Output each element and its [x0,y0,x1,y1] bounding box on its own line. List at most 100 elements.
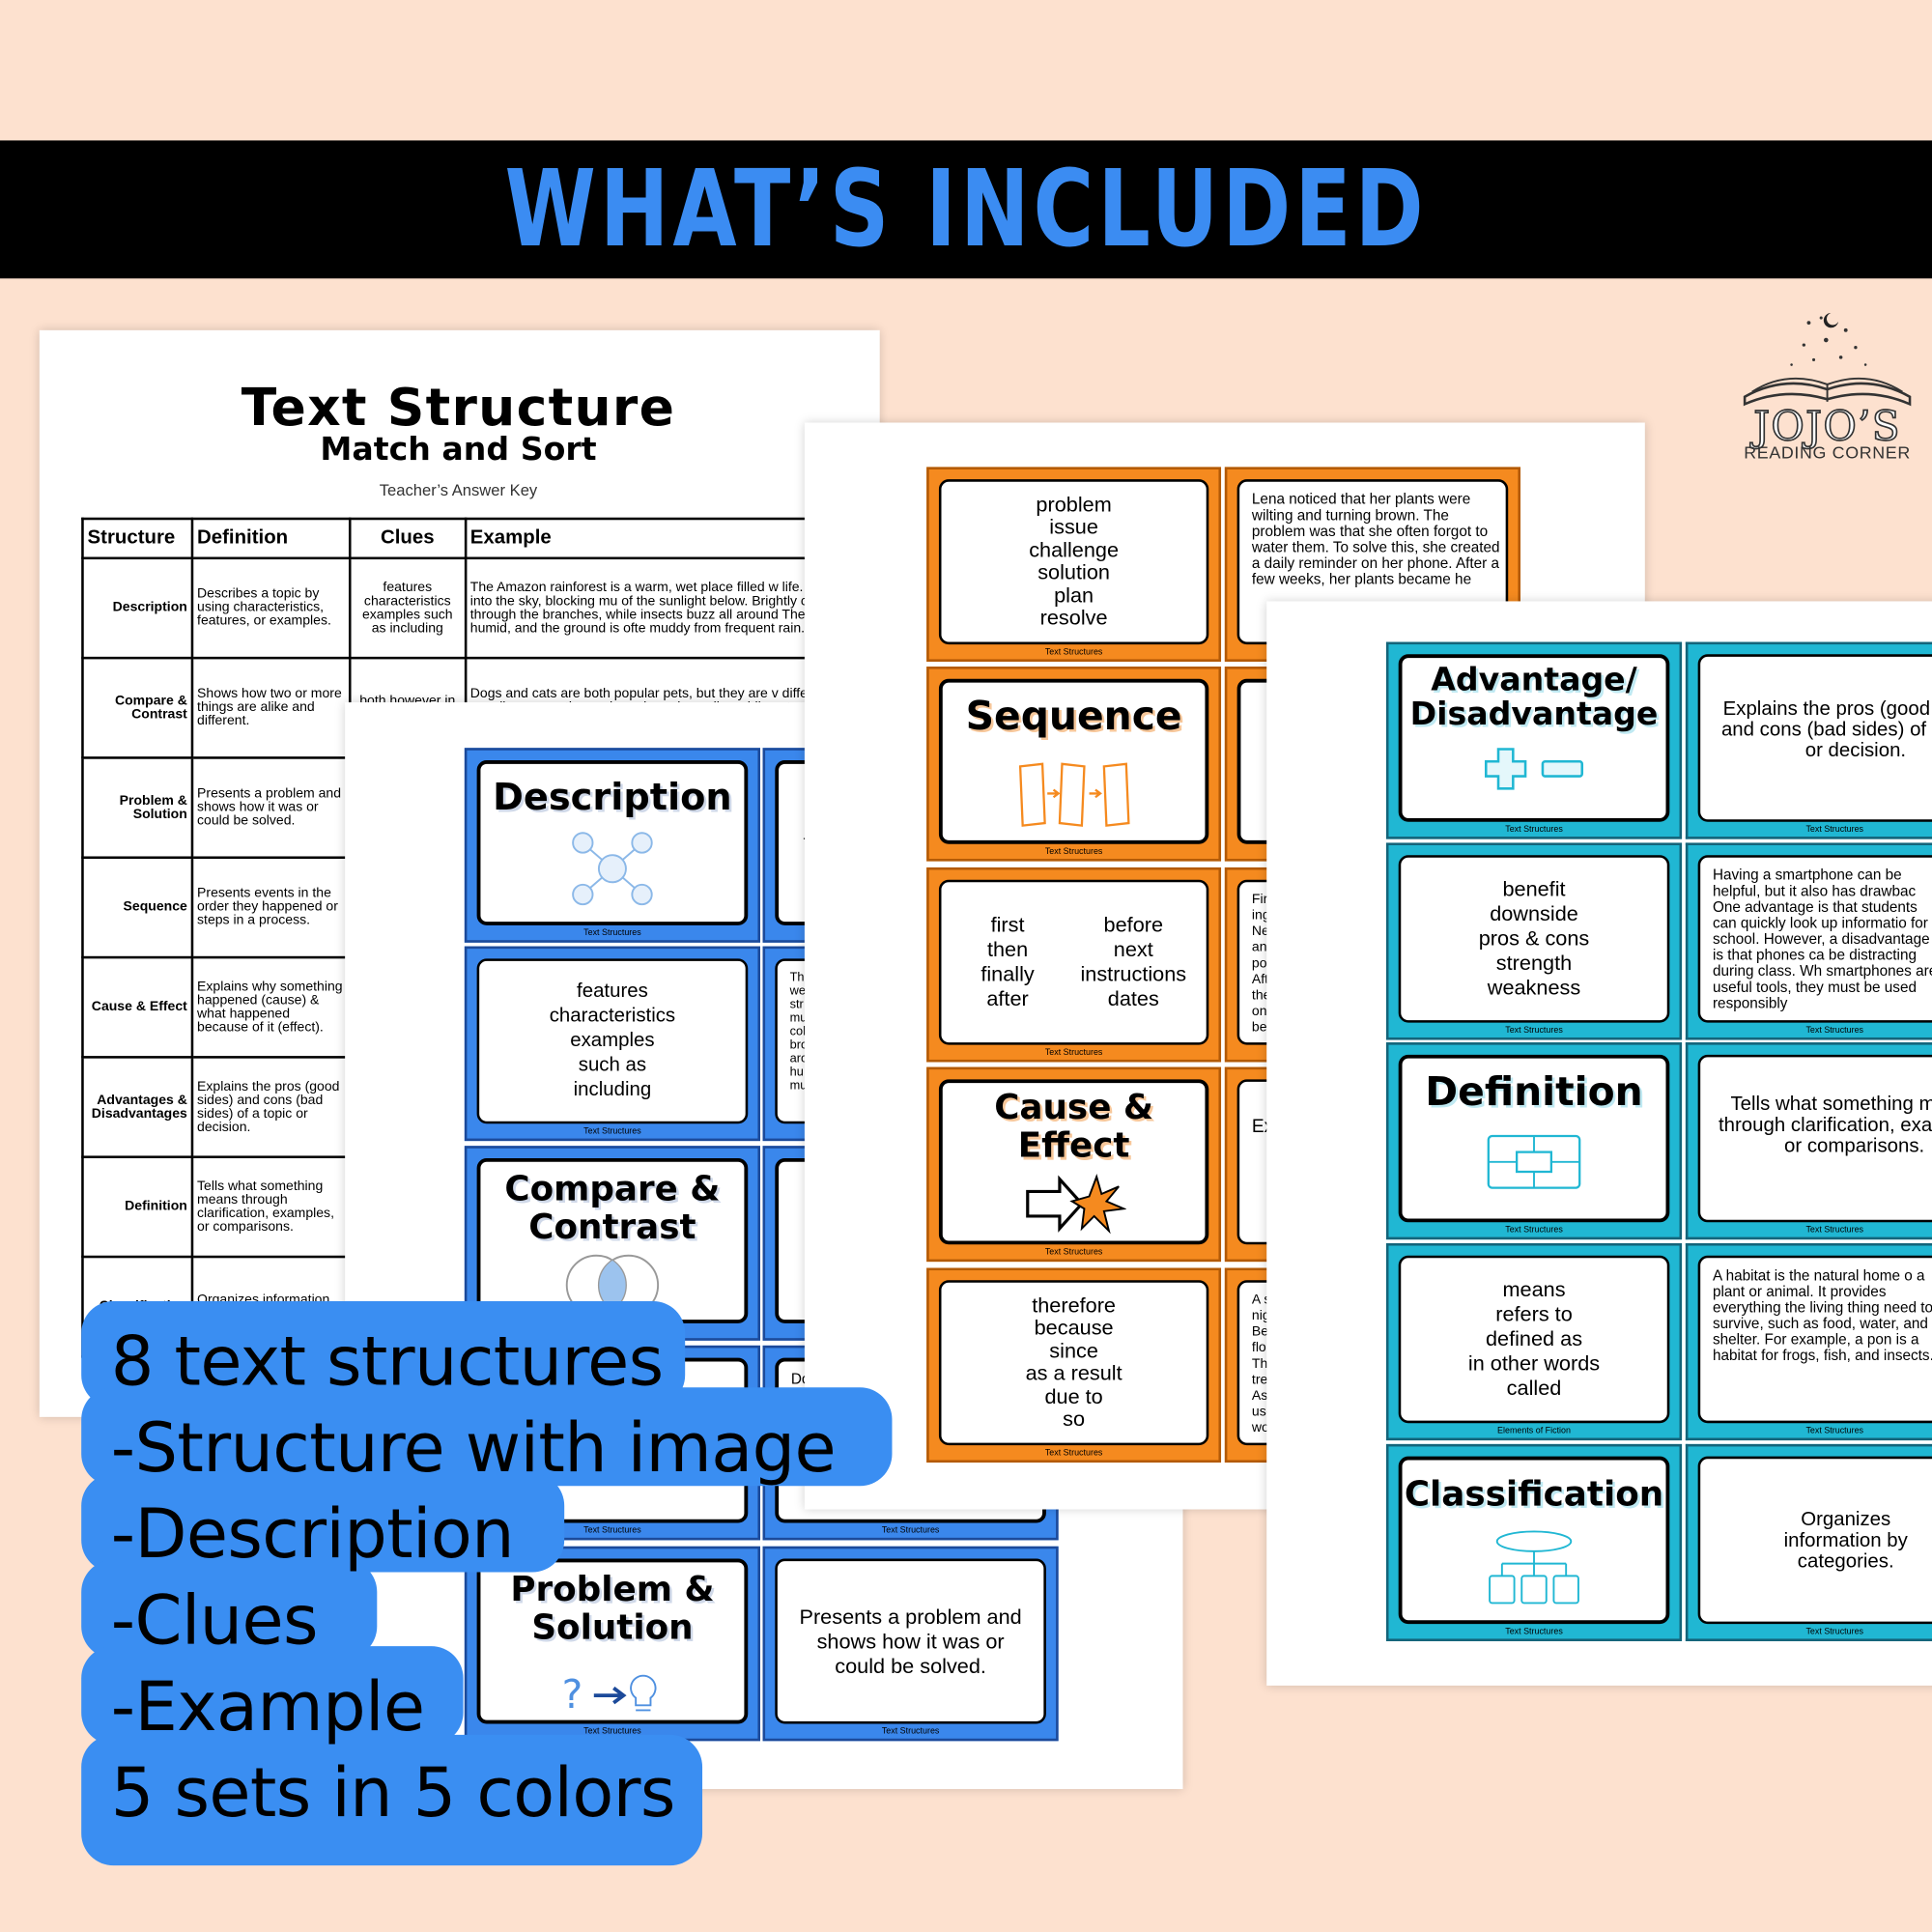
header-banner: WHAT’S INCLUDED [0,140,1932,279]
card-footer: Text Structures [1505,1226,1563,1236]
card-footer: Text Structures [1044,847,1103,857]
card-problem-clues: problem issue challenge solution plan re… [926,467,1222,662]
svg-text:?: ? [562,1671,583,1718]
card-cause-clues: therefore because since as a result due … [926,1267,1222,1463]
callout-line: 5 sets in 5 colors [110,1753,676,1833]
card-footer: Text Structures [1044,1448,1103,1458]
card-footer: Text Structures [1805,1026,1864,1036]
card-description-clues: features characteristics examples such a… [464,946,760,1142]
banner-title: WHAT’S INCLUDED [504,148,1428,271]
card-inner: Definition [1398,1054,1670,1223]
row-definition: Presents a problem and shows how it was … [190,756,352,860]
card-inner: Problem & Solution ? [476,1558,749,1724]
question-to-lightbulb-icon: ? [562,1671,657,1718]
answer-key-caption: Teacher’s Answer Key [379,480,538,499]
definition-box-icon [1487,1134,1581,1189]
card-class-title: Classification Text Structures [1385,1443,1683,1641]
card-title: Compare & Contrast [504,1168,721,1247]
card-footer: Text Structures [881,1727,940,1737]
card-inner: therefore because since as a result due … [938,1280,1209,1446]
card-inner: first then finally after before next ins… [938,879,1209,1045]
card-footer: Text Structures [1505,825,1563,835]
hierarchy-icon [1489,1530,1579,1605]
header-structure: Structure [81,517,194,560]
teal-cards-page: Advantage/ Disadvantage Text Structures … [1266,601,1932,1686]
card-inner: Classification [1398,1456,1670,1625]
card-title: Definition [1425,1067,1643,1116]
table-header-row: Structure Definition Clues Example [81,517,880,560]
callout-bubble [81,1646,464,1746]
card-inner: means refers to defined as in other word… [1398,1255,1670,1424]
row-definition: Presents events in the order they happen… [190,856,352,959]
header-definition: Definition [190,517,352,560]
open-book-icon [1743,312,1912,407]
card-clues-left: first then finally after [980,913,1035,1010]
logo-tagline: READING CORNER [1744,441,1911,463]
card-clues-right: before next instructions dates [1080,913,1187,1010]
card-definition: Explains the pros (good sides) and cons … [1720,698,1932,762]
card-compare-title: Compare & Contrast [464,1146,760,1341]
row-structure: Description [81,556,194,660]
card-inner: Sequence [938,678,1209,844]
card-definition: Tells what something means through clari… [1718,1094,1932,1157]
callout-bubble [81,1559,378,1659]
card-title: Description [493,776,732,820]
card-footer: Text Structures [1044,647,1103,657]
callout-bubble [81,1734,703,1866]
card-adv-example: Having a smartphone can be helpful, but … [1685,842,1932,1040]
card-definition: Presents a problem and shows how it was … [799,1605,1022,1679]
card-inner: Advantage/ Disadvantage [1398,654,1670,822]
row-structure: Advantages & Disadvantages [81,1056,194,1158]
card-title: Sequence [965,692,1182,740]
row-definition: Explains why something happened (cause) … [190,955,352,1059]
card-title: Advantage/ Disadvantage [1409,661,1659,733]
card-inner: features characteristics examples such a… [476,958,749,1124]
card-example: Having a smartphone can be helpful, but … [1712,866,1932,1012]
card-footer: Text Structures [1505,1026,1563,1036]
row-definition: Describes a topic by using characteristi… [190,556,352,660]
card-sequence-title: Sequence Text Structures [926,667,1222,862]
card-problem-title: Problem & Solution ? Text Structures [464,1546,760,1742]
card-sequence-clues: first then finally after before next ins… [926,867,1222,1063]
card-footer: Text Structures [1805,825,1864,835]
card-example: A habitat is the natural home o a plant … [1712,1266,1932,1364]
row-definition: Tells what something means through clari… [190,1155,352,1259]
card-inner: Description [476,759,749,925]
card-footer: Text Structures [583,1526,641,1536]
card-title: Problem & Solution [510,1568,715,1648]
venn-diagram-icon [565,1254,660,1313]
sequence-steps-icon [1018,762,1129,827]
card-footer: Text Structures [583,928,641,938]
card-footer: Text Structures [1805,1627,1864,1636]
card-adv-clues: benefit downside pros & cons strength we… [1385,842,1683,1040]
card-def-example: A habitat is the natural home o a plant … [1685,1242,1932,1441]
card-footer: Text Structures [1044,1048,1103,1058]
row-clues: features characteristics examples such a… [348,556,467,660]
card-footer: Elements of Fiction [1497,1427,1571,1435]
card-adv-definition: Explains the pros (good sides) and cons … [1685,641,1932,839]
card-footer: Text Structures [1505,1627,1563,1636]
callout-bubble [81,1387,893,1487]
row-structure: Cause & Effect [81,955,194,1059]
card-inner: Tells what something means through clari… [1697,1054,1932,1223]
callout-text: 8 text structures -Structure with image … [110,1319,837,1836]
card-footer: Text Structures [1044,1248,1103,1258]
card-clues: therefore because since as a result due … [1025,1293,1122,1431]
card-inner: Cause & Effect [938,1079,1209,1245]
card-description-title: Description Text Structures [464,748,760,943]
card-title: Cause & Effect [994,1086,1153,1166]
card-problem-definition: Presents a problem and shows how it was … [762,1546,1059,1742]
arrow-burst-icon [1025,1174,1126,1235]
row-definition: Explains the pros (good sides) and cons … [190,1056,352,1158]
row-structure: Problem & Solution [81,756,194,860]
features-callout: 8 text structures -Structure with image … [81,1300,895,1868]
row-structure: Compare & Contrast [81,656,194,759]
card-inner: Organizes information by categories. [1697,1456,1932,1625]
card-footer: Text Structures [1805,1427,1864,1435]
card-footer: Text Structures [1805,1226,1864,1236]
plus-minus-icon [1484,748,1584,790]
card-def-title: Definition Text Structures [1385,1042,1683,1240]
card-inner: Explains the pros (good sides) and cons … [1697,654,1932,822]
